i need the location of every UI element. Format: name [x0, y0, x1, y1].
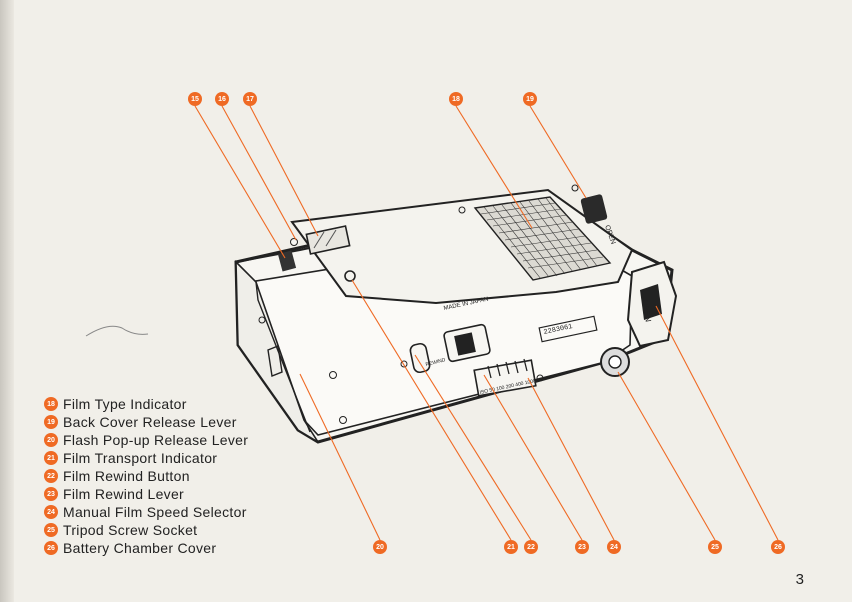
legend-number: 18 [44, 397, 58, 411]
legend-label: Battery Chamber Cover [63, 540, 217, 556]
legend-number: 22 [44, 469, 58, 483]
legend-item: 20 Flash Pop-up Release Lever [44, 431, 248, 449]
legend-label: Manual Film Speed Selector [63, 504, 247, 520]
legend-item: 26 Battery Chamber Cover [44, 539, 248, 557]
legend-number: 24 [44, 505, 58, 519]
legend-item: 22 Film Rewind Button [44, 467, 248, 485]
legend-number: 26 [44, 541, 58, 555]
parts-legend: 18 Film Type Indicator 19 Back Cover Relea… [44, 395, 248, 557]
callout-20: 20 [373, 540, 387, 554]
callout-21: 21 [504, 540, 518, 554]
legend-number: 20 [44, 433, 58, 447]
legend-label: Film Type Indicator [63, 396, 187, 412]
legend-label: Film Rewind Button [63, 468, 190, 484]
legend-item: 24 Manual Film Speed Selector [44, 503, 248, 521]
legend-label: Back Cover Release Lever [63, 414, 237, 430]
callout-18: 18 [449, 92, 463, 106]
binding-gutter [0, 0, 14, 602]
legend-label: Tripod Screw Socket [63, 522, 198, 538]
legend-number: 21 [44, 451, 58, 465]
legend-number: 23 [44, 487, 58, 501]
legend-label: Film Transport Indicator [63, 450, 218, 466]
legend-item: 25 Tripod Screw Socket [44, 521, 248, 539]
legend-number: 25 [44, 523, 58, 537]
callout-19: 19 [523, 92, 537, 106]
page-number: 3 [795, 571, 804, 588]
callout-25: 25 [708, 540, 722, 554]
pencil-mark [85, 325, 149, 337]
legend-item: 18 Film Type Indicator [44, 395, 248, 413]
callout-26: 26 [771, 540, 785, 554]
film-window [473, 196, 612, 281]
legend-label: Film Rewind Lever [63, 486, 185, 502]
callout-15: 15 [188, 92, 202, 106]
battery-open-marking: OPEN [640, 299, 653, 323]
callout-23: 23 [575, 540, 589, 554]
leader-lines [194, 105, 779, 541]
legend-item: 23 Film Rewind Lever [44, 485, 248, 503]
rewind-marking: REWIND [425, 357, 447, 368]
callout-16: 16 [215, 92, 229, 106]
legend-label: Flash Pop-up Release Lever [63, 432, 249, 448]
callout-22: 22 [524, 540, 538, 554]
callout-24: 24 [607, 540, 621, 554]
legend-number: 19 [44, 415, 58, 429]
callout-17: 17 [243, 92, 257, 106]
legend-item: 21 Film Transport Indicator [44, 449, 248, 467]
legend-item: 19 Back Cover Release Lever [44, 413, 248, 431]
